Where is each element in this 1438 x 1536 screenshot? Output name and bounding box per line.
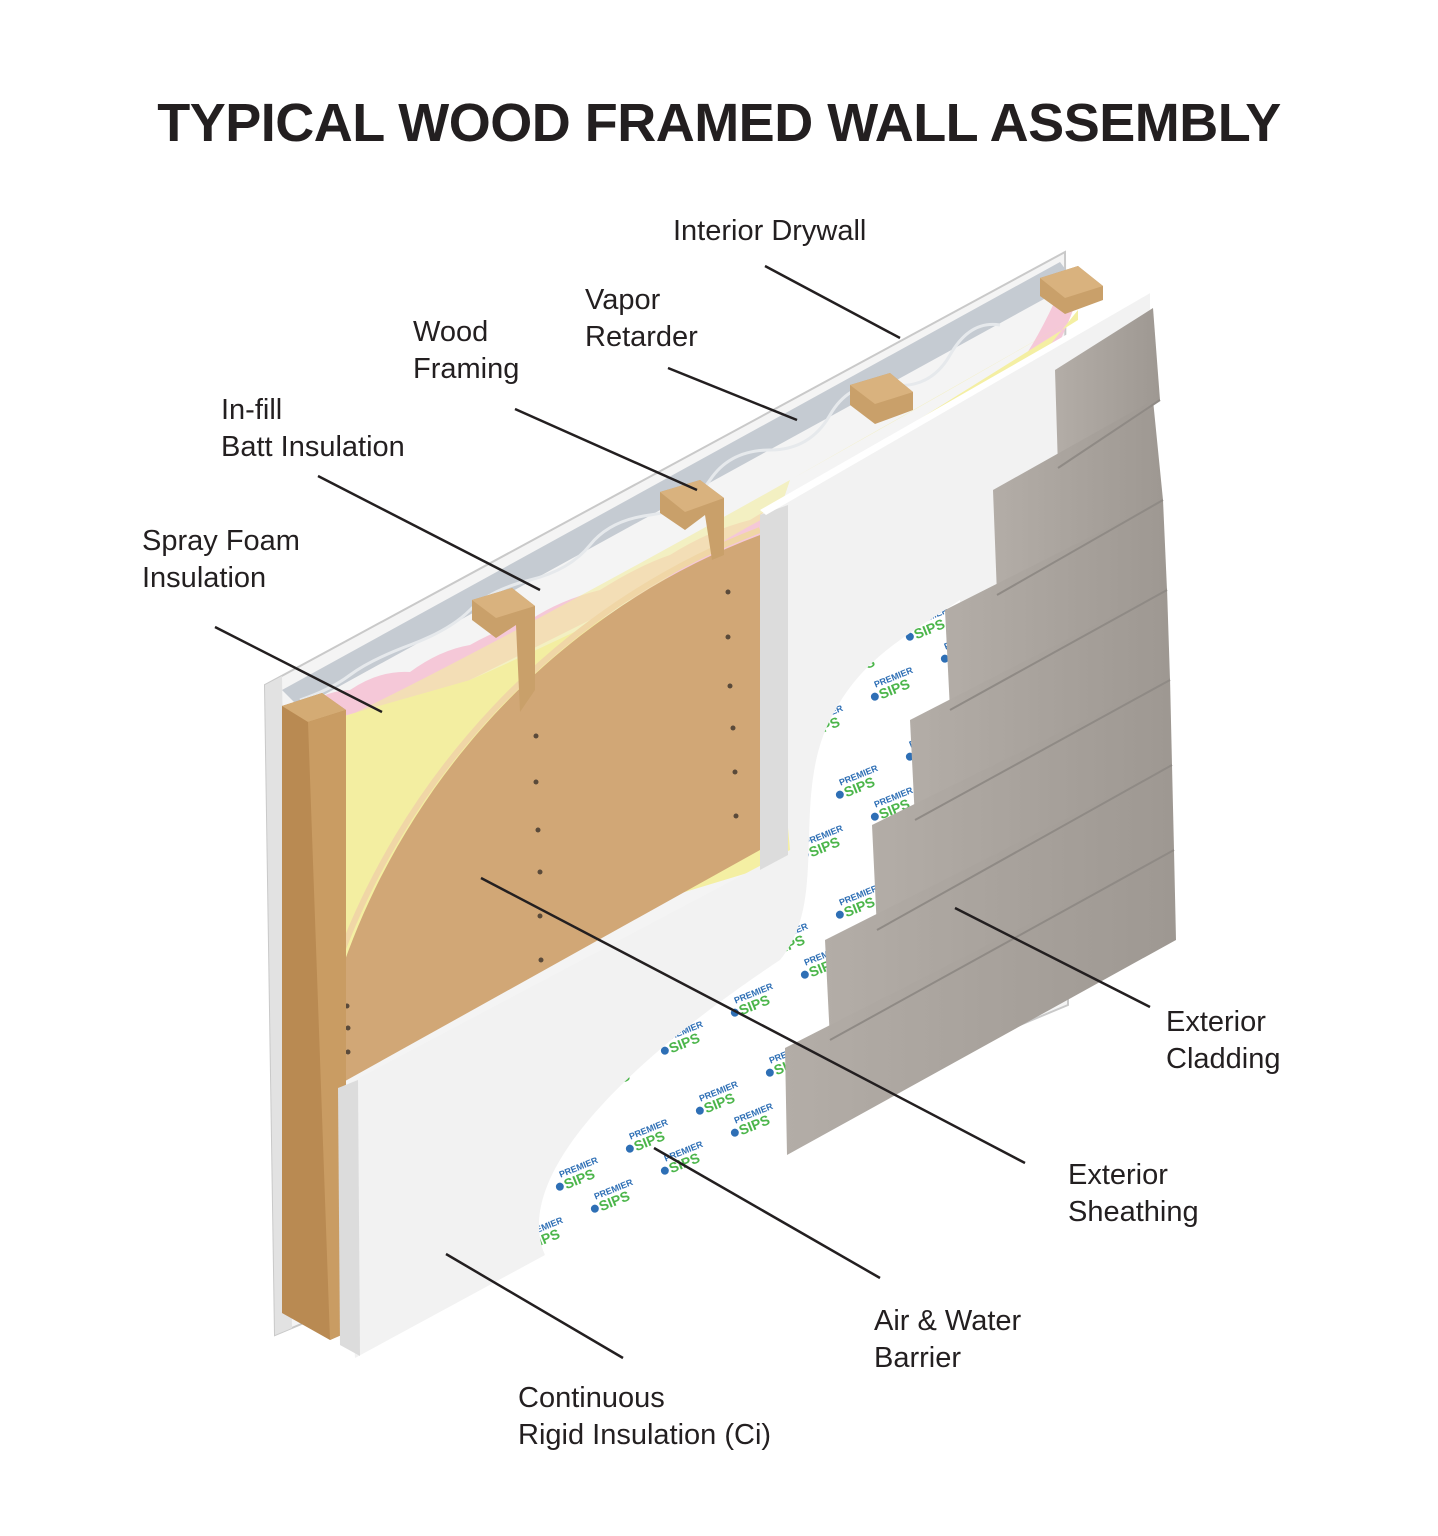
leader-exterior-sheathing [480, 876, 1026, 1165]
rigid-insulation-layer [338, 288, 1152, 1358]
leader-rigid-insulation [445, 1252, 624, 1360]
leader-wood-framing [514, 407, 698, 492]
leader-vapor-retarder [667, 366, 798, 422]
label-wood-framing: Wood Framing [413, 316, 520, 385]
batt-insulation-layer [305, 290, 1075, 730]
label-exterior-cladding: Exterior Cladding [1166, 1006, 1281, 1075]
end-stud [282, 693, 346, 1340]
label-exterior-sheathing: Exterior Sheathing [1068, 1159, 1199, 1228]
leader-air-water-barrier [653, 1146, 881, 1280]
leader-lines [214, 264, 1151, 1360]
label-interior-drywall: Interior Drywall [673, 215, 867, 247]
page-title: TYPICAL WOOD FRAMED WALL ASSEMBLY [157, 93, 1281, 153]
exterior-sheathing-layer [327, 527, 762, 1085]
label-vapor-retarder: Vapor Retarder [585, 284, 698, 353]
label-air-water-barrier: Air & Water Barrier [874, 1305, 1022, 1374]
label-continuous-rigid-insulation: Continuous Rigid Insulation (Ci) [518, 1382, 772, 1451]
label-infill-batt-insulation: In-fill Batt Insulation [221, 394, 405, 463]
leader-exterior-cladding [954, 906, 1151, 1009]
leader-spray-foam [214, 625, 383, 714]
wood-stud-tops [472, 266, 1103, 712]
leader-batt-insulation [317, 474, 541, 592]
leader-interior-drywall [764, 264, 901, 340]
label-spray-foam-insulation: Spray Foam Insulation [142, 525, 300, 594]
exterior-cladding-layer [785, 308, 1176, 1155]
